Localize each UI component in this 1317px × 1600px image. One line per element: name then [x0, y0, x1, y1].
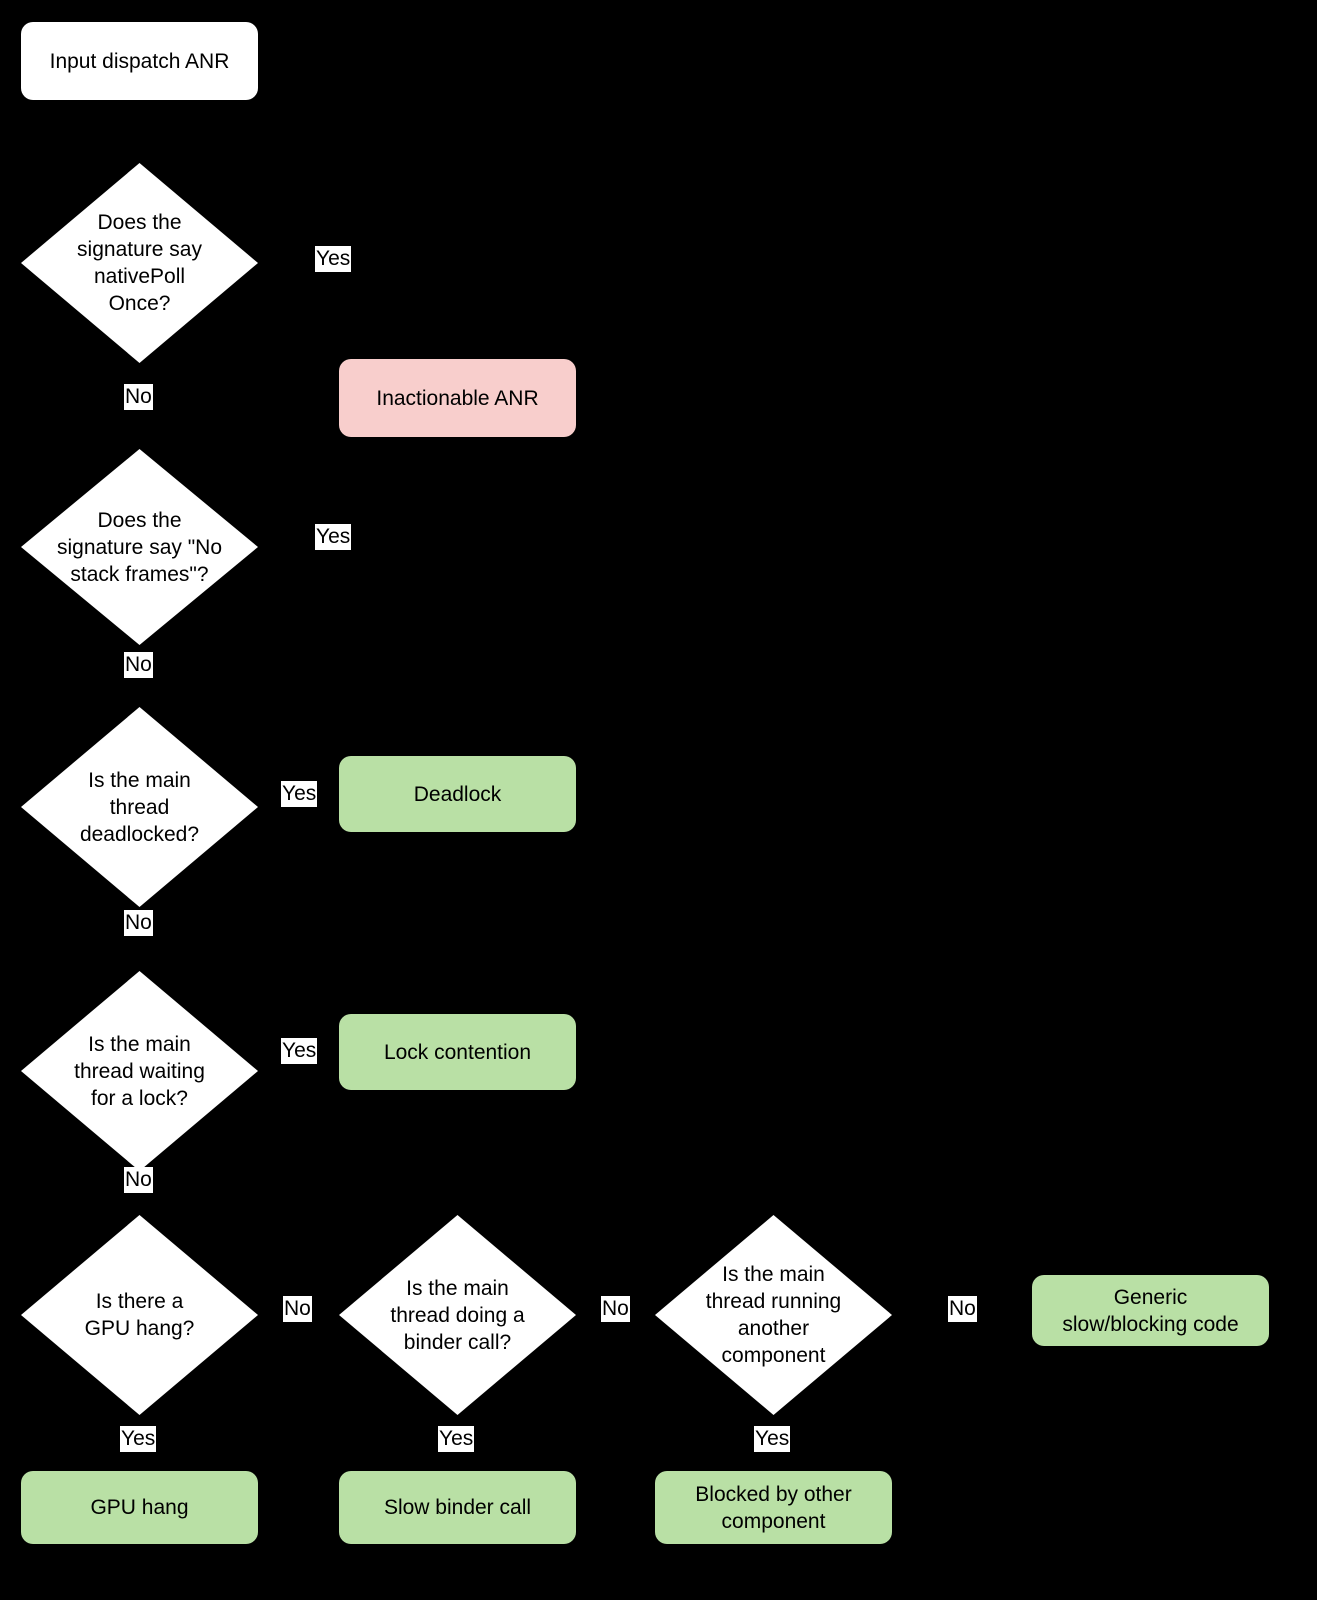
edge-label-nostackframes-yes: Yes	[315, 524, 352, 550]
node-label: Slow binder call	[383, 1496, 532, 1519]
edge-label-deadlocked-no: No	[124, 910, 153, 936]
edge-label-nativepoll-no: No	[124, 384, 153, 410]
node-label: Generic slow/blocking code	[1062, 1285, 1239, 1336]
node-label: Is the main thread running another compo…	[705, 1263, 842, 1367]
edge-label-waitinglock-no: No	[124, 1167, 153, 1193]
node-label: Is there a GPU hang?	[84, 1290, 195, 1340]
edge-label-bindercall-no: No	[601, 1296, 630, 1322]
node-label: Input dispatch ANR	[49, 49, 230, 73]
decision-no-stack-frames[interactable]: Does the signature say "No stack frames"…	[21, 449, 258, 645]
decision-main-thread-deadlocked[interactable]: Is the main thread deadlocked?	[21, 707, 258, 907]
edge-label-othercomponent-no: No	[948, 1296, 977, 1322]
node-label: GPU hang	[90, 1496, 189, 1519]
decision-nativepollonce[interactable]: Does the signature say nativePoll Once?	[21, 163, 258, 363]
node-label: Does the signature say "No stack frames"…	[56, 508, 223, 586]
node-label: Does the signature say nativePoll Once?	[77, 211, 202, 315]
decision-running-another-component[interactable]: Is the main thread running another compo…	[655, 1215, 892, 1415]
edge-label-gpuhang-yes: Yes	[120, 1426, 157, 1452]
node-slow-binder-call[interactable]: Slow binder call	[339, 1471, 576, 1544]
decision-main-thread-waiting-lock[interactable]: Is the main thread waiting for a lock?	[21, 971, 258, 1171]
node-label: Is the main thread waiting for a lock?	[74, 1032, 205, 1110]
node-label: Is the main thread deadlocked?	[79, 768, 200, 846]
decision-gpu-hang[interactable]: Is there a GPU hang?	[21, 1215, 258, 1415]
edge-label-deadlocked-yes: Yes	[281, 781, 318, 807]
node-label: Deadlock	[413, 782, 502, 806]
node-lock-contention[interactable]: Lock contention	[339, 1014, 576, 1090]
edge-label-othercomponent-yes: Yes	[754, 1426, 791, 1452]
node-gpu-hang-outcome[interactable]: GPU hang	[21, 1471, 258, 1544]
node-label: Blocked by other component	[695, 1482, 852, 1533]
node-blocked-by-other-component[interactable]: Blocked by other component	[655, 1471, 892, 1544]
node-label: Is the main thread doing a binder call?	[390, 1276, 525, 1354]
node-label: Lock contention	[383, 1040, 532, 1064]
node-input-dispatch-anr[interactable]: Input dispatch ANR	[21, 22, 258, 100]
node-deadlock[interactable]: Deadlock	[339, 756, 576, 832]
node-inactionable-anr[interactable]: Inactionable ANR	[339, 359, 576, 437]
edge-label-bindercall-yes: Yes	[438, 1426, 475, 1452]
edge-label-waitinglock-yes: Yes	[281, 1038, 318, 1064]
decision-binder-call[interactable]: Is the main thread doing a binder call?	[339, 1215, 576, 1415]
edge-label-nativepoll-yes: Yes	[315, 246, 352, 272]
node-generic-slow-blocking-code[interactable]: Generic slow/blocking code	[1032, 1275, 1269, 1346]
node-label: Inactionable ANR	[376, 386, 539, 410]
edge-label-nostackframes-no: No	[124, 652, 153, 678]
edge-label-gpuhang-no: No	[283, 1296, 312, 1322]
